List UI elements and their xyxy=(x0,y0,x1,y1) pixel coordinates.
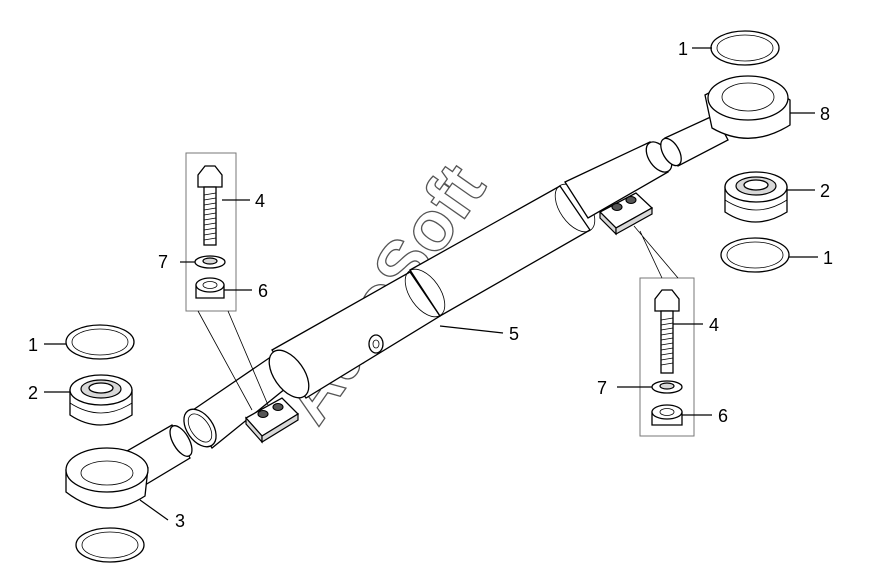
callout-6-right: 6 xyxy=(718,406,728,426)
rod-end-right xyxy=(660,75,791,167)
bolt-right xyxy=(654,289,680,374)
callout-4-left: 4 xyxy=(255,191,265,211)
snap-ring-left xyxy=(65,324,135,360)
callout-8: 8 xyxy=(820,104,830,124)
callout-6-left: 6 xyxy=(258,281,268,301)
leader-kit-right xyxy=(633,225,679,279)
nut-left xyxy=(195,277,225,299)
nut-right xyxy=(651,404,683,426)
callout-leaders xyxy=(44,47,818,521)
snap-ring-top-right xyxy=(710,30,780,66)
bolt-left xyxy=(197,165,223,246)
callout-2-left: 2 xyxy=(28,383,38,403)
shaft-tube xyxy=(183,141,673,449)
callout-4-right: 4 xyxy=(709,315,719,335)
callout-3: 3 xyxy=(175,511,185,531)
callout-1-left: 1 xyxy=(28,335,38,355)
clamp-plate-right xyxy=(598,192,654,236)
rod-end-left xyxy=(65,424,193,509)
snap-ring-bottom-left xyxy=(75,527,145,563)
callout-7-right: 7 xyxy=(597,378,607,398)
clamp-plate-left xyxy=(244,397,300,444)
washer-left xyxy=(194,255,226,269)
snap-ring-mid-right xyxy=(720,237,790,273)
washer-right xyxy=(651,380,683,394)
callout-5: 5 xyxy=(509,324,519,344)
bearing-left xyxy=(69,374,133,426)
callout-1-mid-right: 1 xyxy=(823,248,833,268)
bearing-right xyxy=(724,171,788,223)
bolt-kit-box-left xyxy=(185,152,237,312)
callout-7-left: 7 xyxy=(158,252,168,272)
callout-labels: 1 8 2 1 4 7 6 5 4 7 6 1 2 3 xyxy=(28,39,833,531)
callout-1-top-right: 1 xyxy=(678,39,688,59)
bolt-kit-box-right xyxy=(639,277,695,437)
callout-2-right: 2 xyxy=(820,181,830,201)
leader-kit-left xyxy=(197,310,269,411)
